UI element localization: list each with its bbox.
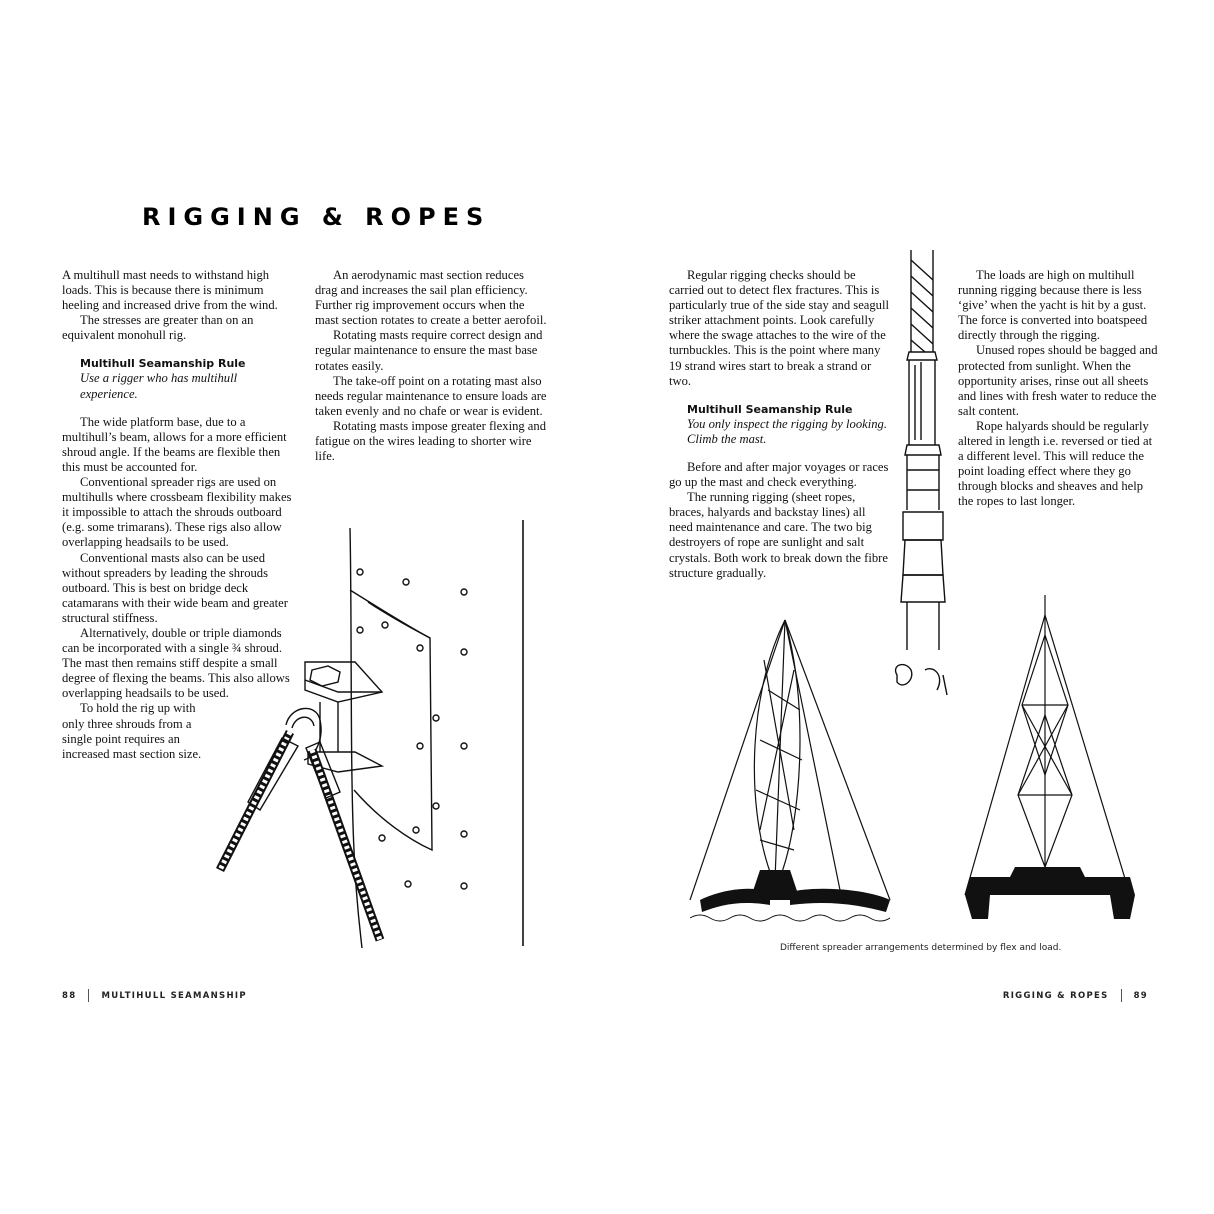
footer-divider <box>88 989 90 1002</box>
paragraph: A multihull mast needs to withstand high… <box>62 268 278 313</box>
page-number: 89 <box>1133 991 1148 1001</box>
text-column-3: Regular rigging checks should be carried… <box>669 268 891 581</box>
paragraph: Regular rigging checks should be carried… <box>669 268 889 388</box>
rule-text: You only inspect the rigging by looking.… <box>687 416 887 446</box>
rule-title: Multihull Seamanship Rule <box>80 357 246 371</box>
page-number: 88 <box>62 991 77 1001</box>
paragraph: Rotating masts require correct design an… <box>315 328 543 373</box>
paragraph: An aerodynamic mast section reduces drag… <box>315 268 547 328</box>
paragraph: Rope halyards should be regularly altere… <box>958 418 1153 509</box>
text-column-4: The loads are high on multihull running … <box>958 268 1158 510</box>
rule-text: Use a rigger who has multihull experienc… <box>80 371 238 401</box>
page-title: RIGGING & ROPES <box>142 203 491 231</box>
paragraph: Alternatively, double or triple diamonds… <box>62 625 290 701</box>
catamaran-rig-illustration <box>964 595 1135 919</box>
text-column-2: An aerodynamic mast section reduces drag… <box>315 268 547 464</box>
paragraph: The wide platform base, due to a multihu… <box>62 414 287 474</box>
rule-title: Multihull Seamanship Rule <box>687 402 853 416</box>
figure-caption: Different spreader arrangements determin… <box>780 943 1062 953</box>
seamanship-rule-box: Multihull Seamanship Rule You only inspe… <box>687 402 891 447</box>
section-title: RIGGING & ROPES <box>1002 991 1109 1001</box>
seamanship-rule-box: Multihull Seamanship Rule Use a rigger w… <box>80 356 294 401</box>
paragraph: The take-off point on a rotating mast al… <box>315 373 547 418</box>
footer-divider <box>1120 989 1122 1002</box>
text-column-1: A multihull mast needs to withstand high… <box>62 268 294 762</box>
paragraph: Rotating masts impose greater flexing an… <box>315 418 546 464</box>
paragraph: The stresses are greater than on an equi… <box>62 313 254 343</box>
trimaran-rig-illustration <box>689 619 891 922</box>
paragraph: The running rigging (sheet ropes, braces… <box>669 490 888 580</box>
mast-base-illustration <box>215 520 524 949</box>
paragraph: Conventional masts also can be used with… <box>62 550 288 625</box>
wire-swage-illustration <box>894 250 948 696</box>
paragraph: Unused ropes should be bagged and protec… <box>958 343 1158 418</box>
footer-right: RIGGING & ROPES 89 <box>1003 989 1148 1002</box>
paragraph: Conventional spreader rigs are used on m… <box>62 475 292 550</box>
footer-left: 88 MULTIHULL SEAMANSHIP <box>62 989 247 1002</box>
book-title: MULTIHULL SEAMANSHIP <box>101 991 247 1001</box>
paragraph: Before and after major voyages or races … <box>669 459 889 490</box>
paragraph: To hold the rig up with only three shrou… <box>62 701 202 761</box>
paragraph: The loads are high on multihull running … <box>958 268 1148 343</box>
